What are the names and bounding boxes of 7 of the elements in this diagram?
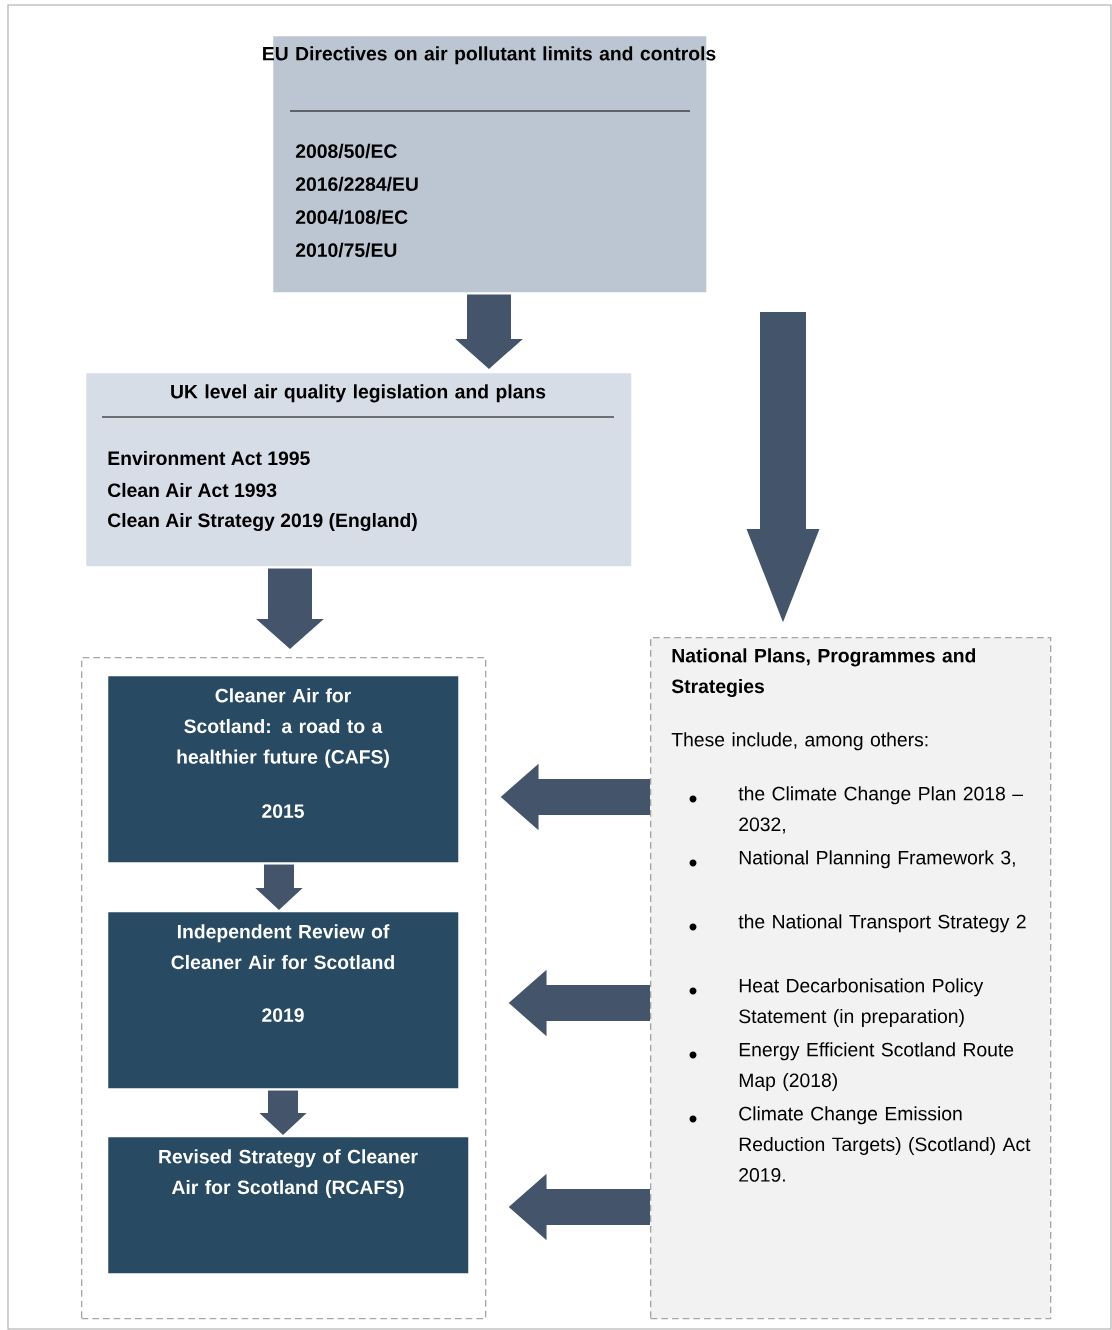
review-box: Independent Review of Cleaner Air for Scotland 2019 [108, 912, 459, 1089]
group-frame [81, 657, 487, 1320]
directive-box: EU Directives on air pollutant limits and controls 2008/50/EC 2016/2284/EU 2004/108/EC 2010/75/EU [263, 36, 716, 293]
plans-box: National Plans, Programmes and Strategies These include, among others: the Climate Change Plan 2018 – 2032, National Planning Framework 3, the National Transport Strategy 2 Heat Decarbonisation Policy Statement (in preparation) Energy Efficient Scotland Route Map (2018) Climate Change Emission Reduction Targets) (Scotland) Act 2019. [650, 637, 1052, 1320]
strategy-box: Revised Strategy of Cleaner Air for Scotland (RCAFS) [108, 1137, 469, 1274]
strategy-box: Cleaner Air for Scotland: a road to a healthier future (CAFS) 2015 [108, 676, 459, 863]
legislation-box: UK level air quality legislation and plans Environment Act 1995 Clean Air Act 1993 Clean Air Strategy 2019 (England) [86, 373, 632, 567]
